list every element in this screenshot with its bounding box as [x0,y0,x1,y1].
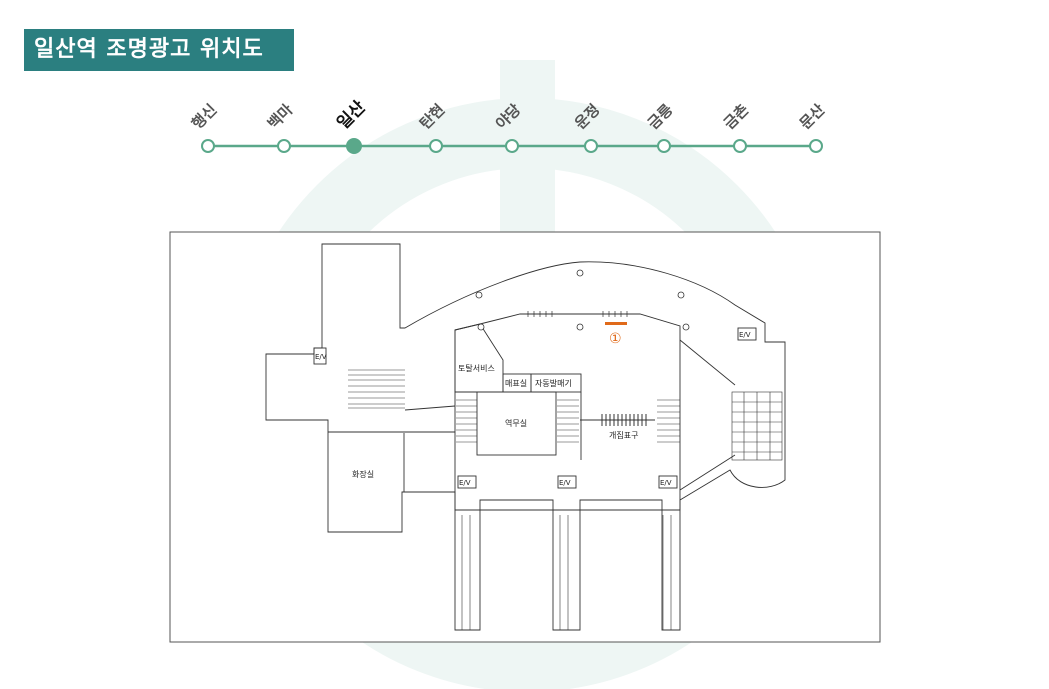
main-hall-outline [454,313,681,511]
left-wing-outline [265,243,786,631]
ticket-office-label: 매표실 [505,378,527,388]
ad-marker-bar [605,322,627,325]
vending-label: 자동발매기 [535,378,572,388]
gate-bars [601,414,647,426]
elevator-label-2: E/V [559,479,571,487]
elevator-label-1: E/V [459,479,471,487]
station-dot-1 [201,139,215,153]
lower-escalators [461,515,672,630]
station-dot-9 [809,139,823,153]
gate-label: 개집표구 [609,430,638,440]
station-office-label: 역무실 [505,418,527,428]
station-dot-2 [277,139,291,153]
left-stairs [348,369,405,409]
station-dot-7 [657,139,671,153]
top-barrier [520,311,640,317]
elevators: E/V E/V E/V E/V [457,327,757,489]
station-dot-5 [505,139,519,153]
station-dot-4 [429,139,443,153]
left-elevator-label: E/V [315,353,327,361]
page-title: 일산역 조명광고 위치도 [24,29,294,71]
hall-stairs [456,399,680,443]
station-dot-6 [584,139,598,153]
total-service-label: 토탈서비스 [458,363,495,373]
station-office-room [476,391,557,456]
pillars [475,269,690,331]
floor-plan-frame [169,231,881,643]
elevator-label-4: E/V [739,331,751,339]
right-stairs [731,391,783,461]
station-dot-3 [346,138,362,154]
station-dot-8 [733,139,747,153]
restroom-label: 화장실 [352,469,374,479]
ad-marker-number: ① [609,331,622,347]
elevator-label-3: E/V [660,479,672,487]
left-elevator-box [313,347,327,365]
